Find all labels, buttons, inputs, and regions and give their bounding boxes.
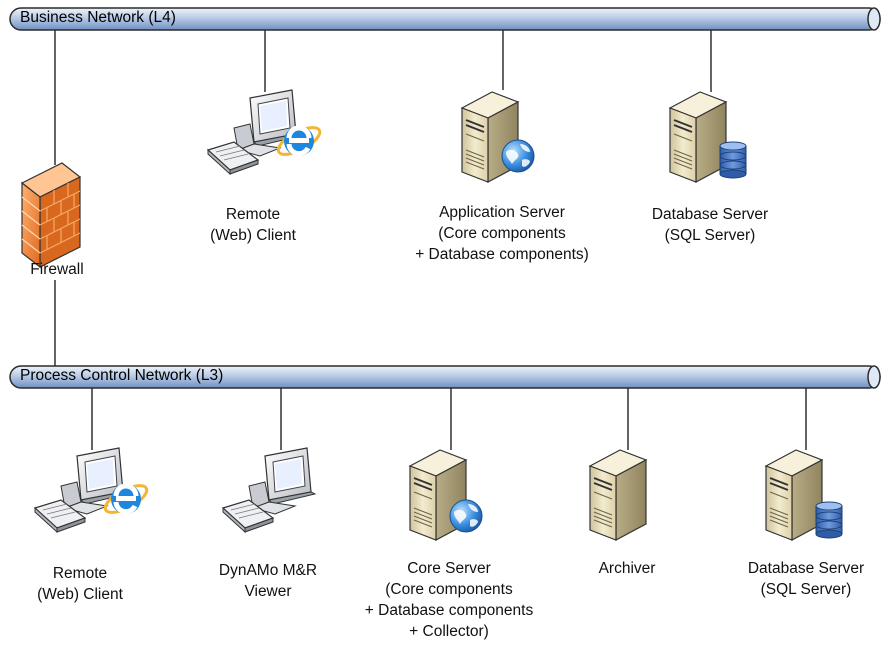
l4-db-server-icon <box>669 91 747 183</box>
process-network-label: Process Control Network (L3) <box>20 367 224 384</box>
label-line: (Core components <box>385 581 513 598</box>
label-line: Database Server <box>747 560 865 577</box>
l4-app-server-label: Application Server (Core components + Da… <box>415 202 589 265</box>
label-line: + Collector) <box>409 623 489 640</box>
label-line: Core Server <box>407 560 491 577</box>
connector-lines <box>54 30 807 450</box>
l4-db-server-label: Database Server (SQL Server) <box>652 204 768 246</box>
business-network-label: Business Network (L4) <box>20 9 176 26</box>
l3-core-server-icon <box>409 449 483 541</box>
label-line: (Core components <box>438 225 566 242</box>
label-line: Remote <box>225 206 281 223</box>
label-line: (Web) Client <box>37 586 123 603</box>
business-network-bus <box>9 7 881 31</box>
label-line: Application Server <box>439 204 565 221</box>
label-line: Archiver <box>598 560 656 577</box>
globe-icon <box>449 499 483 533</box>
label-line: Viewer <box>244 583 292 600</box>
firewall-icon <box>20 162 82 269</box>
label-line: (SQL Server) <box>760 581 852 598</box>
label-line: Remote <box>52 565 108 582</box>
l3-viewer-icon <box>222 447 316 533</box>
l3-viewer-label: DynAMo M&R Viewer <box>219 560 317 602</box>
database-icon <box>719 141 747 179</box>
process-network-bus <box>9 365 881 389</box>
l3-db-server-icon <box>765 449 843 541</box>
l4-remote-client-icon <box>207 89 324 175</box>
l3-remote-client-label: Remote (Web) Client <box>37 563 123 605</box>
label-line: Database Server <box>651 206 769 223</box>
label-line: + Database components) <box>415 246 589 263</box>
label-line: (SQL Server) <box>664 227 756 244</box>
l3-core-server-label: Core Server (Core components + Database … <box>365 558 533 642</box>
l3-remote-client-icon <box>34 447 151 533</box>
l4-remote-client-label: Remote (Web) Client <box>210 204 296 246</box>
label-line: (Web) Client <box>210 227 296 244</box>
label-line: + Database components <box>364 602 534 619</box>
firewall-label-line: Firewall <box>30 261 84 278</box>
l4-app-server-icon <box>461 91 535 183</box>
firewall-label: Firewall <box>30 259 83 280</box>
l3-db-server-label: Database Server (SQL Server) <box>748 558 864 600</box>
globe-icon <box>501 139 535 173</box>
database-icon <box>815 501 843 539</box>
l3-archiver-icon <box>589 449 647 541</box>
label-line: DynAMo M&R <box>218 562 318 579</box>
l3-archiver-label: Archiver <box>599 558 656 579</box>
